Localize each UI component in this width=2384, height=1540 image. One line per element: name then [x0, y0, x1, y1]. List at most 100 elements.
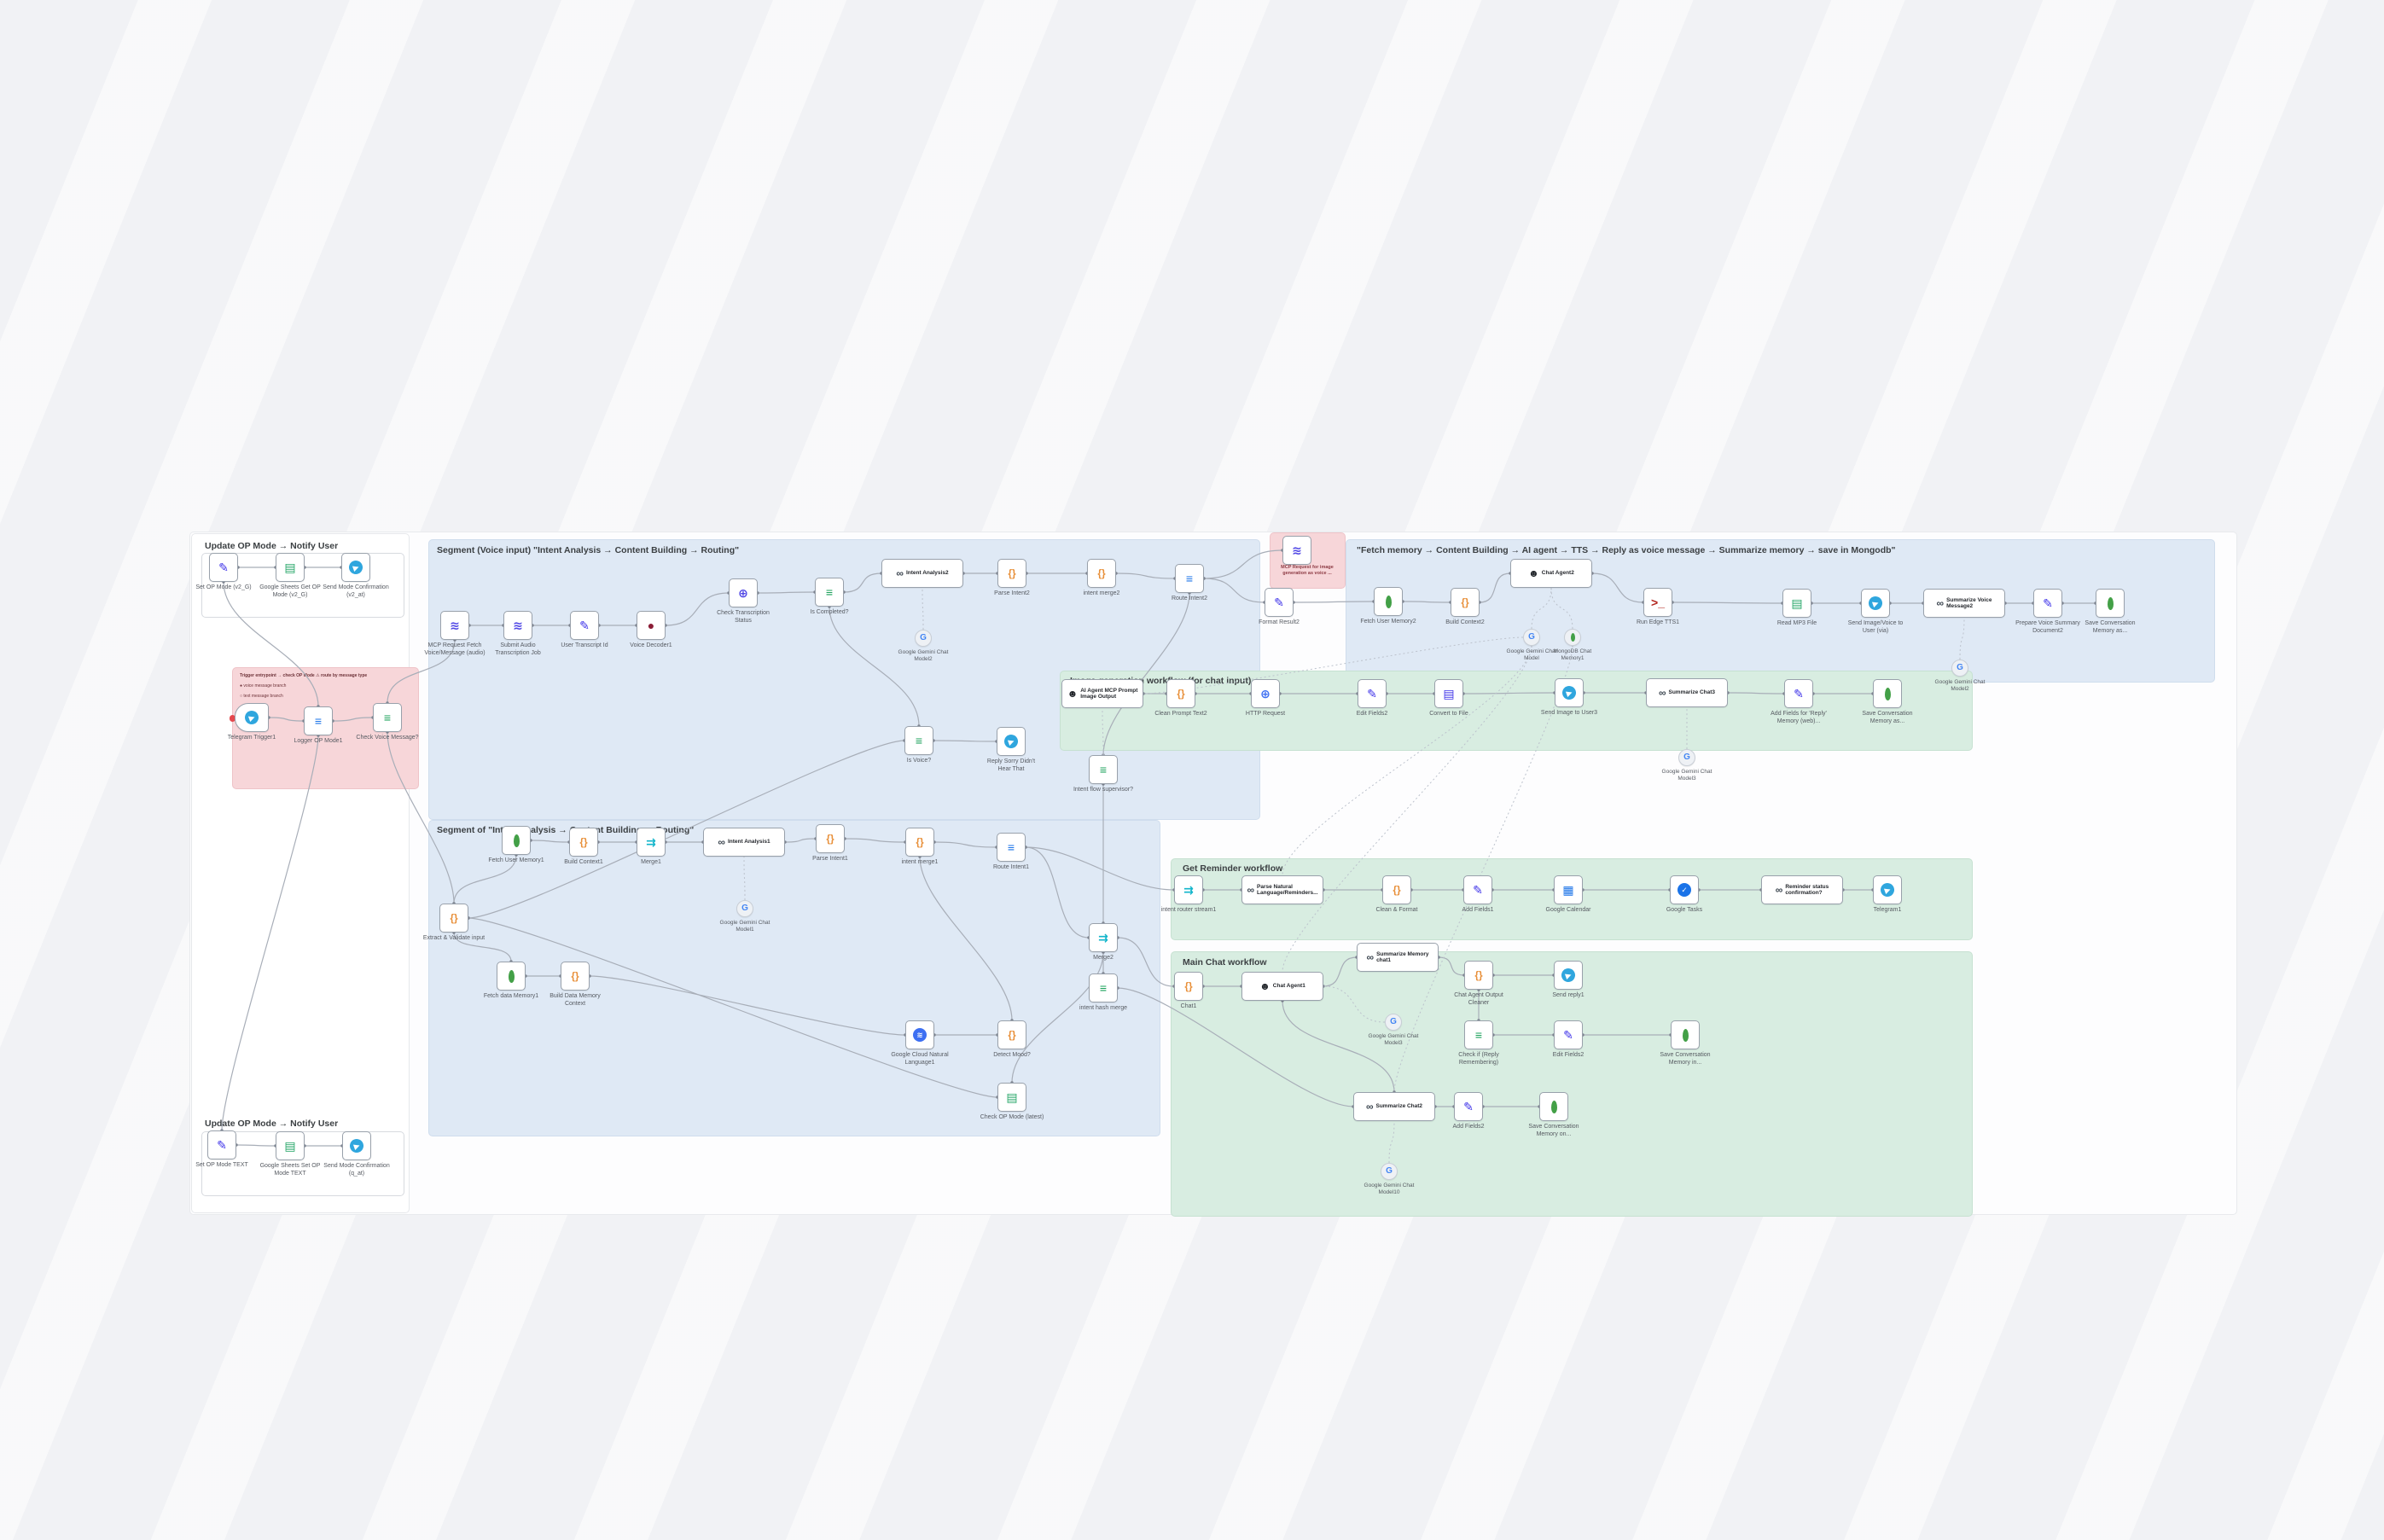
google-g-icon: G — [1386, 1166, 1393, 1176]
node-gemini-model-3[interactable]: G — [1678, 749, 1695, 766]
node-summarize-chat3[interactable]: ∞Summarize Chat3 — [1646, 678, 1728, 707]
node-intent-router-stream1[interactable]: ⇉ — [1174, 875, 1203, 904]
gcnl-icon: ≋ — [913, 1028, 927, 1042]
node-check-transcription-status[interactable]: ⊕ — [729, 578, 758, 607]
node-parse-intent1[interactable]: {} — [816, 824, 845, 853]
sticky-white-left[interactable] — [191, 533, 410, 1213]
node-chat-agent1[interactable]: ☻Chat Agent1 — [1241, 972, 1323, 1001]
node-google-tasks[interactable]: ✓ — [1670, 875, 1699, 904]
node-telegram-trigger1[interactable]: ▶ — [235, 703, 269, 732]
node-detect-mood[interactable]: {} — [997, 1020, 1026, 1049]
node-format-result2[interactable]: ✎ — [1265, 588, 1294, 617]
node-voice-decoder1[interactable]: ● — [637, 611, 666, 640]
node-mongodb-chat-memory1[interactable] — [1564, 629, 1581, 646]
node-build-context1[interactable]: {} — [569, 828, 598, 857]
node-mcp-image-voice[interactable]: ≋ — [1282, 536, 1311, 565]
node-build-context2[interactable]: {} — [1451, 588, 1480, 617]
node-edit-fields2-chat[interactable]: ✎ — [1554, 1020, 1583, 1049]
node-check-op-mode-sheet[interactable]: ▤ — [997, 1083, 1026, 1112]
node-google-calendar[interactable]: ▦ — [1554, 875, 1583, 904]
node-http-request[interactable]: ⊕ — [1251, 679, 1280, 708]
node-gemini-model-10[interactable]: G — [1381, 1163, 1398, 1180]
node-intent-analysis2[interactable]: ∞Intent Analysis2 — [881, 559, 963, 588]
node-intent-flow-supervisor[interactable]: ≡ — [1089, 755, 1118, 784]
node-parse-intent2[interactable]: {} — [997, 559, 1026, 588]
node-edit-fields2-image[interactable]: ✎ — [1358, 679, 1387, 708]
node-save-conversation-voice[interactable] — [2096, 589, 2125, 618]
node-fetch-user-memory2[interactable] — [1374, 587, 1403, 616]
node-mcp-fetch-voice[interactable]: ≋ — [440, 611, 469, 640]
node-set-op-mode-1[interactable]: ✎ — [209, 553, 238, 582]
node-gemini-model-chat3[interactable]: G — [1385, 1014, 1402, 1031]
node-intent-merge1[interactable]: {} — [905, 828, 934, 857]
sheets-icon: ▤ — [1791, 596, 1803, 610]
node-save-conversation-bottom[interactable] — [1539, 1092, 1568, 1121]
node-set-op-mode-text[interactable]: ✎ — [207, 1130, 236, 1159]
node-summarize-memory-chat1[interactable]: ∞Summarize Memory chat1 — [1357, 943, 1439, 972]
node-label: Fetch User Memory2 — [1360, 619, 1416, 625]
node-send-reply1[interactable]: ▶ — [1554, 961, 1583, 990]
node-read-mp3-file[interactable]: ▤ — [1782, 589, 1811, 618]
node-chat-input[interactable]: {} — [1174, 972, 1203, 1001]
node-send-mode-confirmation-2[interactable]: ▶ — [342, 1131, 371, 1160]
node-gemini-model-2a[interactable]: G — [915, 630, 932, 647]
node-label: Read MP3 File — [1776, 620, 1817, 626]
node-merge1[interactable]: ⇉ — [637, 828, 666, 857]
node-label: Telegram1 — [1873, 907, 1902, 913]
node-reminder-status-confirmation[interactable]: ∞Reminder status confirmation? — [1761, 875, 1843, 904]
node-clean-prompt-text2[interactable]: {} — [1166, 679, 1195, 708]
node-add-fields-reply-memory[interactable]: ✎ — [1784, 679, 1813, 708]
node-gemini-model-1[interactable]: G — [736, 900, 753, 917]
node-fetch-data-memory1[interactable] — [497, 962, 526, 991]
node-label: Build Context2 — [1445, 619, 1485, 625]
node-save-conversation-memory3[interactable] — [1873, 679, 1902, 708]
node-add-fields2[interactable]: ✎ — [1454, 1092, 1483, 1121]
node-parse-natural-language[interactable]: ∞Parse Natural Language/Reminders... — [1241, 875, 1323, 904]
google-g-icon: G — [741, 904, 748, 913]
node-logger-op-mode1[interactable]: ≡ — [304, 706, 333, 735]
node-ai-agent-image[interactable]: ☻AI Agent MCP Prompt Image Output — [1061, 679, 1143, 708]
node-title: Intent Analysis1 — [727, 839, 770, 846]
node-gemini-model-agent[interactable]: G — [1523, 629, 1540, 646]
node-gemini-model-voice[interactable]: G — [1951, 660, 1968, 677]
node-build-data-memory-context[interactable]: {} — [561, 962, 590, 991]
node-fetch-user-memory1[interactable] — [502, 826, 531, 855]
node-save-conversation-top[interactable] — [1671, 1020, 1700, 1049]
node-convert-to-file[interactable]: ▤ — [1434, 679, 1463, 708]
node-sheets-get-op-mode[interactable]: ▤ — [276, 553, 305, 582]
node-check-reply-remembering[interactable]: ≡ — [1464, 1020, 1493, 1049]
node-label: Run Edge TTS1 — [1636, 619, 1680, 625]
node-chat-agent-output[interactable]: {} — [1464, 961, 1493, 990]
node-sheets-set-op-mode[interactable]: ▤ — [276, 1131, 305, 1160]
node-summarize-chat2[interactable]: ∞Summarize Chat2 — [1353, 1092, 1435, 1121]
node-run-edge-tts1[interactable]: >_ — [1643, 588, 1672, 617]
node-check-voice-message[interactable]: ≡ — [373, 703, 402, 732]
node-intent-merge2[interactable]: {} — [1087, 559, 1116, 588]
node-reply-sorry[interactable]: ▶ — [997, 727, 1026, 756]
node-chat-agent2[interactable]: ☻Chat Agent2 — [1510, 559, 1592, 588]
node-label: Google Sheets Set OP Mode TEXT — [259, 1163, 321, 1177]
node-send-image-to-user3[interactable]: ▶ — [1555, 678, 1584, 707]
node-user-transcript-id[interactable]: ✎ — [570, 611, 599, 640]
node-summarize-voice-message2[interactable]: ∞Summarize Voice Message2 — [1923, 589, 2005, 618]
node-is-voice[interactable]: ≡ — [904, 726, 933, 755]
node-submit-audio-job[interactable]: ≋ — [503, 611, 532, 640]
filter-icon: ≡ — [1099, 763, 1108, 776]
node-intent-analysis1[interactable]: ∞Intent Analysis1 — [703, 828, 785, 857]
node-send-voice-to-user[interactable]: ▶ — [1861, 589, 1890, 618]
node-google-cloud-nl1[interactable]: ≋ — [905, 1020, 934, 1049]
node-add-fields1[interactable]: ✎ — [1463, 875, 1492, 904]
node-telegram1[interactable]: ▶ — [1873, 875, 1902, 904]
node-intent-hash-merge[interactable]: ≡ — [1089, 973, 1118, 1002]
node-merge2[interactable]: ⇉ — [1089, 923, 1118, 952]
node-extract-validate-input[interactable]: {} — [439, 904, 468, 933]
node-is-completed[interactable]: ≡ — [815, 578, 844, 607]
node-send-mode-confirmation-1[interactable]: ▶ — [341, 553, 370, 582]
node-prepare-voice-summary[interactable]: ✎ — [2033, 589, 2062, 618]
node-route-intent2[interactable]: ≡ — [1175, 564, 1204, 593]
node-route-intent1[interactable]: ≡ — [997, 833, 1026, 862]
node-clean-and-format[interactable]: {} — [1382, 875, 1411, 904]
telegram-icon: ▶ — [1866, 594, 1885, 613]
node-label: Set OP Mode TEXT — [195, 1162, 248, 1168]
